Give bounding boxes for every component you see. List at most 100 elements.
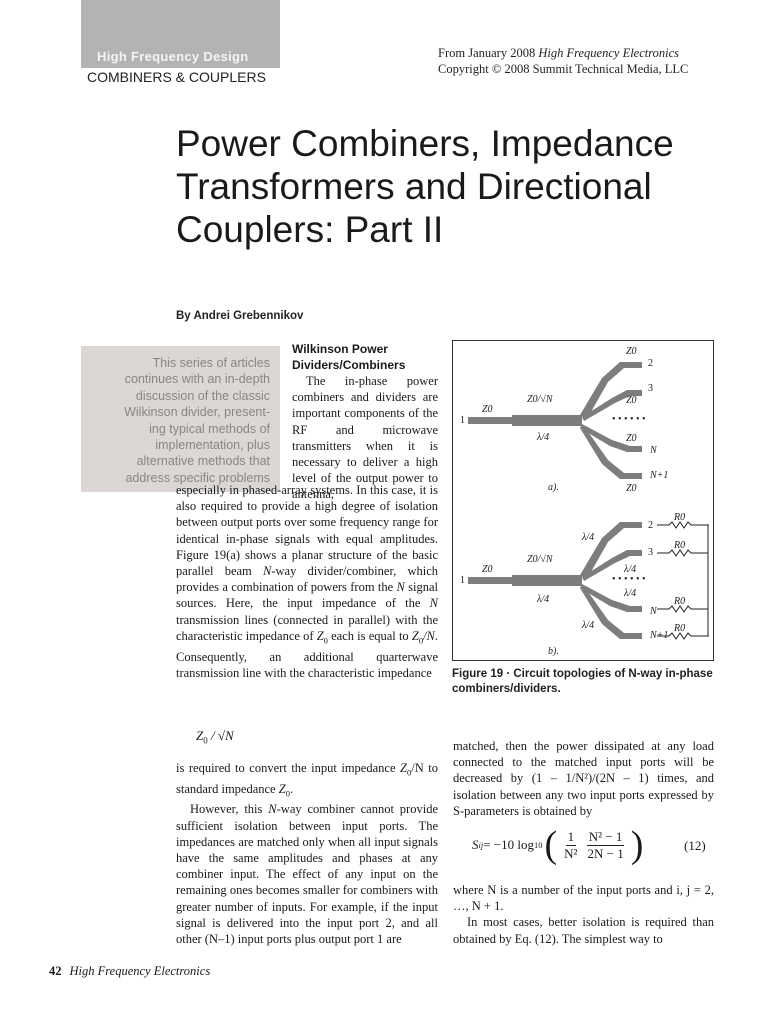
fraction-denominator: N²	[564, 845, 578, 861]
z0-label: Z0	[626, 395, 637, 406]
header-banner	[81, 0, 280, 68]
fraction: 1 N²	[562, 829, 579, 862]
z0-label: Z0	[482, 564, 493, 575]
title-line: Couplers: Part II	[176, 209, 444, 250]
z0-label: Z0	[482, 404, 493, 415]
math-sub: 10	[534, 840, 543, 850]
branch-line	[582, 550, 642, 581]
byline: By Andrei Grebennikov	[176, 310, 304, 322]
ellipsis-dots: • • • • • •	[612, 414, 646, 425]
section-label: COMBINERS & COUPLERS	[87, 69, 266, 85]
math-var: N	[396, 580, 405, 595]
copyright-line: Copyright © 2008 Summit Technical Media,…	[438, 61, 689, 76]
transformer-label: Z0/√N	[527, 554, 554, 565]
section-heading-line: Wilkinson Power	[292, 342, 388, 356]
math-var: Z	[400, 761, 407, 775]
text-run: -way divider/combiner, which provides a …	[176, 564, 439, 595]
paragraph-text: However, this N-way combiner cannot prov…	[176, 801, 438, 947]
source-prefix: From January 2008	[438, 46, 539, 60]
port-label: 1	[460, 415, 465, 426]
branch-line	[580, 584, 642, 612]
quarter-wave-transformer	[512, 575, 582, 586]
body-paragraph: especially in phased-array systems. In t…	[176, 482, 438, 681]
port-label: N	[649, 445, 658, 456]
pull-quote: This series of articles continues with a…	[95, 355, 270, 486]
diagram-b: 1 Z0 Z0/√N λ/4 λ/4 λ/4 λ/4 λ/4 2 3 N N+1…	[460, 512, 709, 657]
text-run: signal sources. Here, the input impedanc…	[176, 580, 438, 611]
equation-number: (12)	[684, 838, 706, 853]
lambda-label: λ/4	[536, 594, 549, 605]
resistor-label: R0	[673, 623, 685, 634]
math-sub: ij	[478, 840, 484, 850]
diagram-a: 1 Z0 Z0/√N λ/4 2 3 N N+1 Z0 Z0 Z0 Z0 • •…	[460, 346, 668, 494]
lambda-label: λ/4	[623, 588, 636, 599]
resistor	[657, 605, 705, 613]
math-var: Z	[316, 628, 324, 643]
circuit-diagram: 1 Z0 Z0/√N λ/4 2 3 N N+1 Z0 Z0 Z0 Z0 • •…	[460, 346, 709, 657]
figure-caption: Figure 19 · Circuit topologies of N-way …	[452, 667, 720, 697]
panel-label: b).	[548, 646, 559, 657]
branch-line	[580, 362, 642, 419]
pull-quote-line: continues with an in-depth	[124, 372, 270, 387]
z0-label: Z0	[626, 433, 637, 444]
pull-quote-line: address specific problems	[125, 470, 270, 485]
math-var: N	[262, 564, 272, 579]
lambda-label: λ/4	[581, 620, 594, 631]
inline-equation: Z0 / √N	[196, 728, 234, 746]
fraction-numerator: 1	[565, 828, 577, 846]
transformer-label: Z0/√N	[527, 394, 554, 405]
article-title: Power Combiners, Impedance Transformers …	[176, 122, 746, 251]
math-sub: 0	[406, 767, 412, 778]
text-run: . Consequently, an additional quarterwav…	[176, 628, 438, 680]
fraction-numerator: N² − 1	[586, 828, 625, 846]
caption-separator: ·	[503, 668, 514, 680]
pull-quote-line: discussion of the classic	[135, 388, 270, 403]
figure-frame	[452, 340, 714, 661]
text-run: /N to standard impedance	[176, 761, 438, 796]
fraction-denominator: 2N − 1	[587, 845, 624, 861]
text-run: However, this	[190, 802, 269, 817]
math-var: / √N	[207, 728, 234, 743]
branch-line	[580, 586, 642, 639]
text-run: -way combiner cannot provide sufficient …	[176, 802, 438, 947]
math-sub: 0	[323, 635, 328, 646]
z0-label: Z0	[626, 483, 637, 494]
section-heading: Wilkinson Power Dividers/Combiners	[292, 341, 440, 373]
right-paren: )	[630, 824, 644, 866]
port-label: 1	[460, 575, 465, 586]
body-paragraph: where N is a number of the input ports a…	[453, 882, 714, 947]
branch-line	[580, 426, 642, 479]
text-run: .	[289, 781, 294, 796]
body-paragraph: matched, then the power dissipated at an…	[453, 738, 714, 819]
paragraph-text: In most cases, better isolation is requi…	[453, 915, 714, 946]
z0-label: Z0	[626, 346, 637, 357]
port-label: 3	[648, 383, 653, 394]
title-line: Power Combiners, Impedance	[176, 123, 674, 164]
resistor	[657, 549, 705, 557]
lambda-label: λ/4	[536, 432, 549, 443]
lambda-label: λ/4	[581, 532, 594, 543]
pull-quote-box	[81, 346, 280, 492]
pull-quote-line: alternative methods that	[136, 454, 270, 469]
math-var: /N	[423, 628, 435, 643]
pull-quote-line: ing typical methods of	[149, 421, 270, 436]
math-var: Z	[411, 628, 419, 643]
math-sub: 0	[285, 788, 290, 799]
paragraph-text: where N is a number of the input ports a…	[453, 883, 714, 914]
branch-line	[582, 390, 642, 421]
text-run: especially in phased-array systems. In t…	[176, 483, 438, 579]
series-title: High Frequency Design	[97, 49, 249, 64]
port-label: 3	[648, 547, 653, 558]
port-label: 2	[648, 358, 653, 369]
math-var: Z	[196, 728, 204, 743]
panel-label: a).	[548, 482, 559, 493]
node-link	[704, 552, 708, 610]
quarter-wave-transformer	[512, 415, 582, 426]
text-run: is required to convert the input impedan…	[176, 761, 401, 775]
source-note: From January 2008 High Frequency Electro…	[438, 46, 688, 77]
resistor	[657, 632, 709, 640]
text-run: each is equal to	[327, 628, 412, 643]
footer-publication: High Frequency Electronics	[69, 964, 211, 978]
